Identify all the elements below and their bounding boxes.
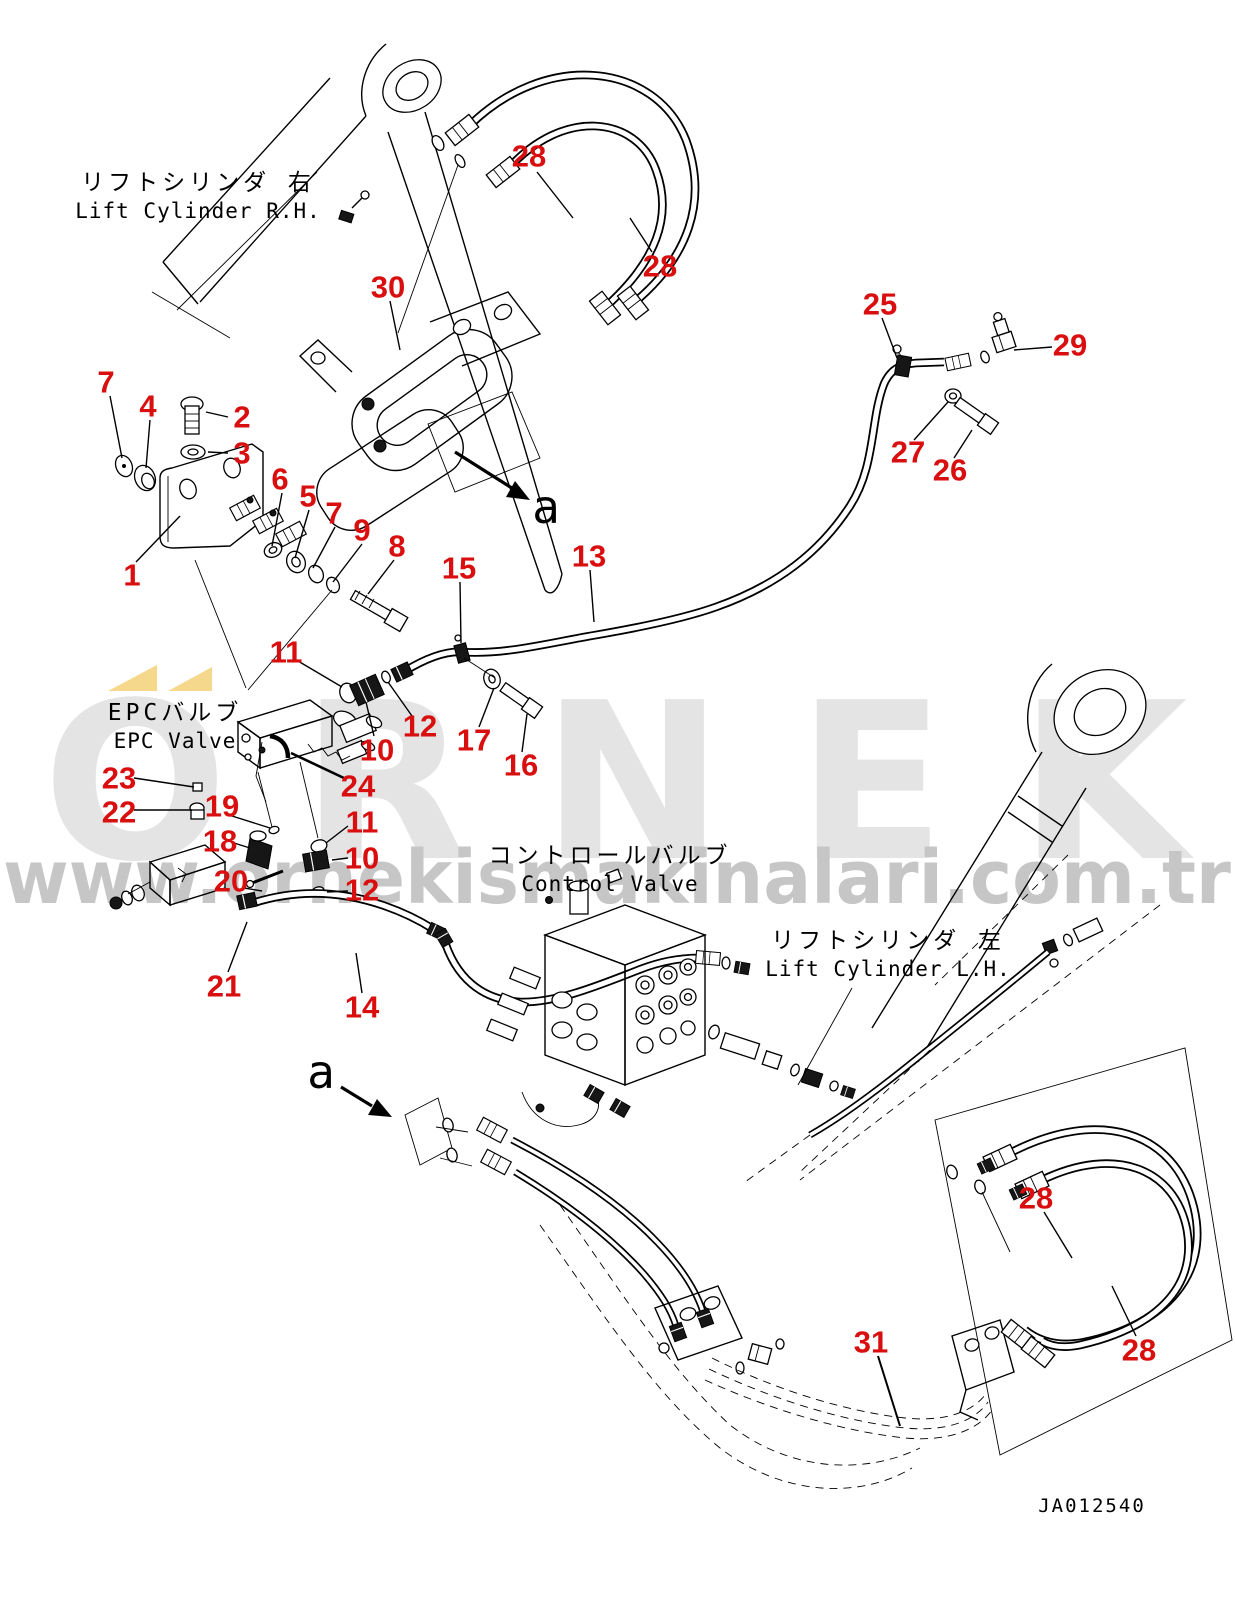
epc-valve-drawing <box>236 699 383 803</box>
part-number-callout: 28 <box>642 248 678 284</box>
part-number-callout: 17 <box>456 722 492 758</box>
bracket-30-drawing <box>298 291 542 531</box>
part-number-callout: 10 <box>344 840 380 876</box>
label-lift-cylinder-lh: リフトシリンダ 左 Lift Cylinder L.H. <box>765 928 1011 983</box>
part-number-callout: 12 <box>344 872 380 908</box>
label-control-valve-en: Control Valve <box>521 871 699 896</box>
part-number-callout: 8 <box>388 528 406 564</box>
accent-triangle-right <box>168 667 212 691</box>
part-number-callout: 1 <box>123 557 141 593</box>
label-lift-cylinder-rh: リフトシリンダ 右 Lift Cylinder R.H. <box>75 170 321 225</box>
part-number-callout: 24 <box>340 768 376 804</box>
lower-hoses-drawing <box>404 1097 921 1489</box>
part-number-callout: 31 <box>853 1324 889 1360</box>
label-epc-valve-en: EPC Valve <box>113 728 237 753</box>
part-number-callout: 7 <box>325 495 343 531</box>
label-epc-valve-jp: EPCバルブ <box>107 700 243 726</box>
part-number-callout: 18 <box>202 823 238 859</box>
part-number-callout: 20 <box>213 863 249 899</box>
part-number-callout: 11 <box>345 804 379 840</box>
hose-13-drawing <box>390 312 1017 720</box>
part-number-callout: 15 <box>441 550 477 586</box>
part-number-callout: 21 <box>206 968 242 1004</box>
part-number-callout: 25 <box>862 286 898 322</box>
construction-lines <box>151 164 1161 1253</box>
part-number-callout: 3 <box>233 435 251 471</box>
part-number-callout: 11 <box>269 634 303 670</box>
tube-31-drawing <box>654 1285 1015 1440</box>
label-epc-valve: EPCバルブ EPC Valve <box>108 700 243 755</box>
view-marker-a: a <box>532 480 560 534</box>
part-number-callout: 27 <box>890 434 926 470</box>
leader-lines <box>109 171 1137 1427</box>
bracket-1-parts-drawing <box>114 396 409 633</box>
part-number-callout: 9 <box>353 512 371 548</box>
upper-hoses-28-drawing <box>431 75 695 326</box>
part-number-callout: 5 <box>299 478 317 514</box>
part-number-callout: 10 <box>359 732 395 768</box>
part-number-callout: 12 <box>402 708 438 744</box>
view-a-arrow-bottom <box>340 1085 392 1117</box>
view-marker-a: a <box>307 1045 335 1099</box>
part-number-callout: 4 <box>139 388 157 424</box>
label-lift-cylinder-rh-en: Lift Cylinder R.H. <box>75 198 321 223</box>
lift-cylinder-lh-drawing <box>744 663 1233 1456</box>
lower-hoses-28-drawing <box>976 1130 1197 1369</box>
elbow-29 <box>991 312 1017 354</box>
part-number-callout: 19 <box>204 788 240 824</box>
accent-triangle-left <box>108 665 157 691</box>
lift-cylinder-rh-drawing <box>162 43 563 594</box>
part-number-callout: 16 <box>503 747 539 783</box>
part-number-callout: 28 <box>511 138 547 174</box>
part-number-callout: 2 <box>233 399 251 435</box>
part-number-callout: 7 <box>97 364 115 400</box>
part-number-callout: 23 <box>101 760 137 796</box>
part-number-callout: 26 <box>932 452 968 488</box>
label-lift-cylinder-lh-en: Lift Cylinder L.H. <box>765 956 1011 981</box>
view-a-arrow-top <box>454 450 530 500</box>
part-number-callout: 14 <box>344 989 380 1025</box>
label-control-valve: コントロールバルブ Control Valve <box>489 843 732 898</box>
part-number-callout: 30 <box>370 269 406 305</box>
part-number-callout: 6 <box>271 461 289 497</box>
fittings-lower-set-drawing <box>189 761 330 896</box>
pilot-valve-hoses-drawing <box>109 844 751 1002</box>
part-number-callout: 13 <box>571 538 607 574</box>
drawing-number: JA012540 <box>1038 1495 1146 1517</box>
label-control-valve-jp: コントロールバルブ <box>488 843 732 869</box>
part-number-callout: 28 <box>1018 1180 1054 1216</box>
part-number-callout: 22 <box>101 794 137 830</box>
control-valve-drawing <box>485 868 856 1127</box>
elbow-fittings-upper-drawing <box>339 670 391 707</box>
part-number-callout: 28 <box>1121 1332 1157 1368</box>
label-lift-cylinder-rh-jp: リフトシリンダ 右 <box>81 170 315 196</box>
label-lift-cylinder-lh-jp: リフトシリンダ 左 <box>771 928 1005 954</box>
part-number-callout: 29 <box>1052 327 1088 363</box>
